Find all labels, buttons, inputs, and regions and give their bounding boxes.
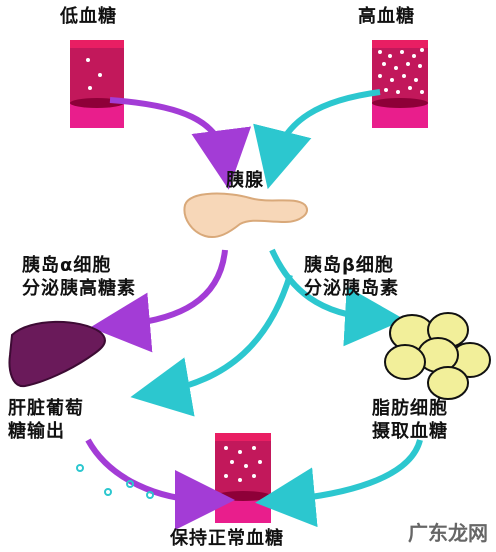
- normal-glucose-vessel: [215, 433, 271, 523]
- label-liver-output-2: 糖输出: [8, 421, 65, 442]
- watermark: 广东龙网: [408, 521, 488, 545]
- arrow-low-to-pancreas: [109, 97, 252, 190]
- label-alpha-cells: 胰岛α细胞: [22, 255, 112, 276]
- label-low-glucose: 低血糖: [60, 6, 117, 27]
- arrow-pancreas-to-liver-output: [130, 274, 293, 417]
- label-insulin: 分泌胰岛素: [304, 278, 399, 299]
- label-fat-cells-1: 脂肪细胞: [372, 398, 448, 419]
- label-beta-cells: 胰岛β细胞: [304, 255, 394, 276]
- glucose-dots: [76, 464, 154, 499]
- high-glucose-vessel: [372, 40, 428, 128]
- label-fat-cells-2: 摄取血糖: [372, 421, 448, 442]
- label-pancreas: 胰腺: [226, 170, 264, 191]
- label-glucagon: 分泌胰高糖素: [22, 278, 136, 299]
- liver-organ: [8, 320, 106, 388]
- low-glucose-vessel: [70, 40, 124, 128]
- label-high-glucose: 高血糖: [358, 6, 415, 27]
- fat-cells: [384, 312, 491, 400]
- arrow-pancreas-to-liver: [90, 249, 228, 353]
- arrow-high-to-pancreas: [253, 89, 381, 190]
- arrow-fat-to-normal: [255, 439, 423, 528]
- pancreas-organ: [183, 192, 308, 238]
- label-normal-glucose: 保持正常血糖: [170, 528, 284, 549]
- label-liver-output-1: 肝脏葡萄: [8, 398, 84, 419]
- arrow-pancreas-to-fat: [269, 248, 405, 347]
- arrow-liver-to-normal: [85, 438, 235, 530]
